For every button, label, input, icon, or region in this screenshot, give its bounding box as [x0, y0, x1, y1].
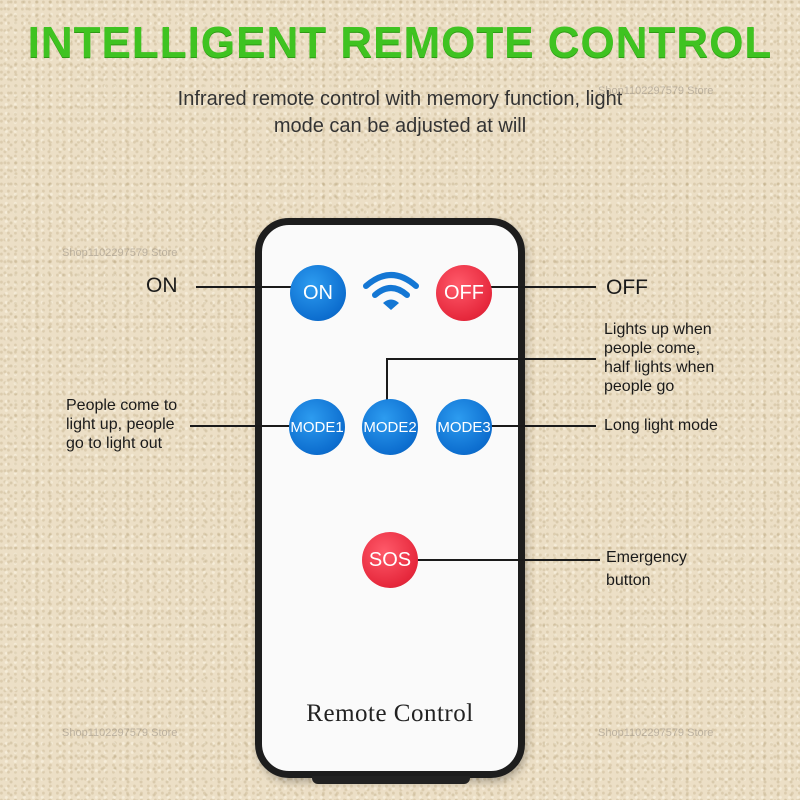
watermark: Shop1102297579 Store [62, 727, 178, 739]
off-button[interactable]: OFF [436, 265, 492, 321]
mode1-annotation-line: light up, people [66, 416, 175, 433]
subtitle-line-1: Infrared remote control with memory func… [177, 88, 623, 110]
mode2-annotation-line: half lights when [604, 359, 715, 376]
sos-button[interactable]: SOS [362, 532, 418, 588]
page-title: INTELLIGENT REMOTE CONTROL [27, 18, 773, 67]
mode2-button[interactable]: MODE2 [362, 399, 418, 455]
mode1-connector-line [190, 425, 316, 427]
on-button[interactable]: ON [290, 265, 346, 321]
mode3-connector-line [464, 425, 596, 427]
sos-annotation-line: Emergency [606, 549, 687, 566]
sos-annotation-line: button [606, 572, 651, 589]
sos-annotation: Emergency button [606, 546, 687, 592]
mode1-annotation: People come to light up, people go to li… [66, 396, 177, 453]
mode3-button[interactable]: MODE3 [436, 399, 492, 455]
off-connector-line [466, 286, 596, 288]
mode1-annotation-line: People come to [66, 397, 178, 414]
mode2-connector-vertical [386, 358, 388, 406]
watermark: Shop1102297579 Store [598, 727, 714, 739]
mode1-button[interactable]: MODE1 [289, 399, 345, 455]
watermark: Shop1102297579 Store [598, 85, 714, 97]
wifi-signal-icon [363, 272, 419, 310]
mode2-connector-horizontal [386, 358, 596, 360]
remote-label: Remote Control [306, 700, 474, 727]
sos-connector-line [390, 559, 600, 561]
remote-bottom-edge [312, 776, 470, 784]
mode1-annotation-line: go to light out [66, 435, 163, 452]
mode2-annotation-line: people go [604, 378, 675, 395]
mode2-annotation: Lights up when people come, half lights … [604, 320, 714, 396]
on-connector-line [196, 286, 318, 288]
on-annotation: ON [146, 274, 178, 297]
mode3-annotation: Long light mode [604, 417, 718, 434]
watermark: Shop1102297579 Store [62, 247, 178, 259]
mode2-annotation-line: people come, [604, 340, 701, 357]
mode2-annotation-line: Lights up when [604, 321, 712, 338]
subtitle-line-2: mode can be adjusted at will [273, 115, 527, 137]
off-annotation: OFF [606, 276, 648, 299]
